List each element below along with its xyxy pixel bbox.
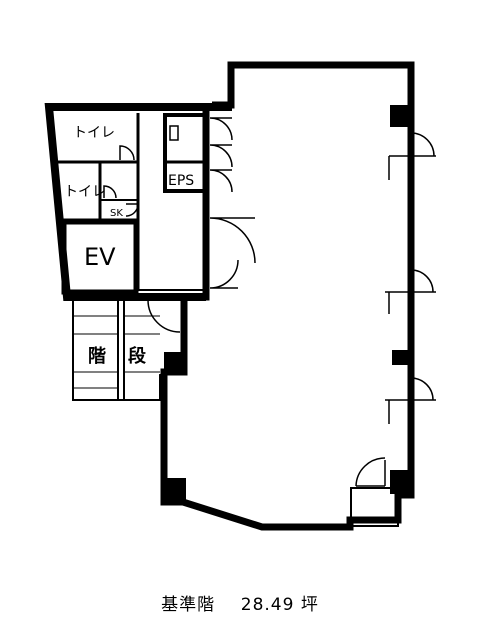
stair-door bbox=[147, 299, 181, 333]
area-unit: 坪 bbox=[300, 595, 319, 615]
room-label-sk: SK bbox=[110, 208, 123, 219]
door-swing bbox=[209, 117, 233, 141]
room-label-stairs: 階 bbox=[88, 346, 106, 367]
door-swing bbox=[103, 185, 117, 199]
office-door bbox=[209, 259, 239, 289]
room-label-toilet: トイレ bbox=[73, 125, 115, 141]
window-swing bbox=[388, 156, 412, 180]
room-label-ev: EV bbox=[84, 243, 116, 271]
door-swing bbox=[355, 457, 386, 487]
floor-area: 28.49 bbox=[240, 595, 295, 615]
shaft-box bbox=[169, 125, 179, 141]
pillar bbox=[164, 352, 186, 374]
pillar bbox=[390, 105, 411, 127]
floor-caption: 基準階 28.49 坪 bbox=[0, 590, 480, 615]
room-label-stairs: 段 bbox=[128, 345, 147, 367]
stairs-outline bbox=[72, 297, 183, 401]
pillar bbox=[390, 470, 411, 494]
door-swing bbox=[125, 203, 139, 217]
pillar bbox=[164, 478, 186, 502]
core-wall bbox=[44, 103, 232, 301]
eps-room bbox=[163, 113, 207, 193]
room-label-eps: EPS bbox=[168, 173, 194, 189]
window-swing bbox=[388, 292, 412, 314]
pillar bbox=[392, 350, 411, 365]
door-swing bbox=[119, 145, 135, 161]
floor-name: 基準階 bbox=[161, 595, 216, 615]
small-room bbox=[350, 487, 399, 527]
ev-shaft bbox=[61, 219, 139, 295]
room-label-toilet: トイレ bbox=[64, 184, 106, 200]
window-swing bbox=[389, 132, 436, 157]
window-swing bbox=[388, 400, 412, 424]
door-swing bbox=[209, 144, 233, 168]
door-swing bbox=[209, 169, 233, 193]
office-door bbox=[209, 217, 256, 264]
